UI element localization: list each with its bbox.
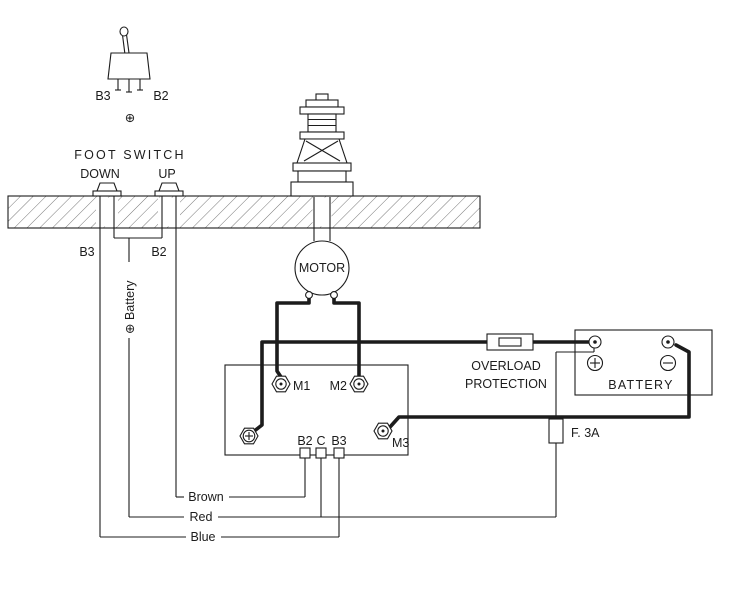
blue-wire [100, 458, 340, 538]
m3-label: M3 [392, 436, 409, 450]
positive-cable [251, 340, 593, 434]
battery-cables [251, 294, 691, 434]
toggle-b3-label: B3 [95, 89, 110, 103]
overload-label-line2: PROTECTION [465, 377, 547, 391]
m1-label: M1 [293, 379, 310, 393]
battery-wire-label: ⊕ Battery [123, 280, 137, 334]
toggle-switch [107, 26, 151, 93]
c-terminal-label: C [316, 434, 325, 448]
plus-symbol [586, 354, 604, 372]
b3-wire-label: B3 [79, 245, 94, 259]
down-label: DOWN [80, 167, 120, 181]
motor-cable-m1 [275, 294, 311, 379]
overload-fuse [486, 333, 534, 351]
minus-symbol [659, 354, 677, 372]
brown-wire-label: Brown [188, 490, 223, 504]
terminal-b2 [299, 447, 311, 459]
brown-wire [176, 458, 306, 498]
inline-fuse-label: F. 3A [571, 426, 600, 440]
toggle-lever-ball [119, 26, 129, 37]
red-wire-label: Red [190, 510, 213, 524]
control-box [224, 364, 409, 456]
terminal-c [315, 447, 327, 459]
battery-terminals [586, 335, 677, 372]
motor [294, 240, 350, 299]
toggle-ground-symbol: ⊕ [125, 111, 135, 125]
battery-label: BATTERY [608, 378, 674, 392]
motor-label: MOTOR [299, 261, 345, 275]
m1-stud [271, 375, 291, 393]
positive-stud [239, 427, 259, 445]
foot-switch-title: FOOT SWITCH [74, 148, 185, 162]
thin-wires [99, 194, 595, 538]
negative-cable [388, 343, 691, 429]
b2-terminal-label: B2 [297, 434, 312, 448]
windlass [290, 93, 354, 197]
control-box-terminals [239, 375, 393, 459]
overload-label-line1: OVERLOAD [471, 359, 540, 373]
foot-switch-down [92, 182, 122, 197]
windlass-shaft [313, 197, 331, 241]
m3-stud [373, 422, 393, 440]
m2-stud [349, 375, 369, 393]
motor-cable-m2 [332, 294, 361, 379]
foot-switch-up [154, 182, 184, 197]
labels: B3 B2 ⊕ FOOT SWITCH DOWN UP B3 B2 ⊕ Batt… [74, 89, 674, 544]
b2-wire-label: B2 [151, 245, 166, 259]
b3-terminal-label: B3 [331, 434, 346, 448]
up-label: UP [158, 167, 175, 181]
toggle-b2-label: B2 [153, 89, 168, 103]
deck [7, 195, 481, 229]
toggle-body [107, 52, 151, 80]
blue-wire-label: Blue [190, 530, 215, 544]
terminal-b3 [333, 447, 345, 459]
inline-fuse-symbol [548, 418, 564, 444]
m2-label: M2 [330, 379, 347, 393]
toggle-lever [121, 33, 130, 54]
